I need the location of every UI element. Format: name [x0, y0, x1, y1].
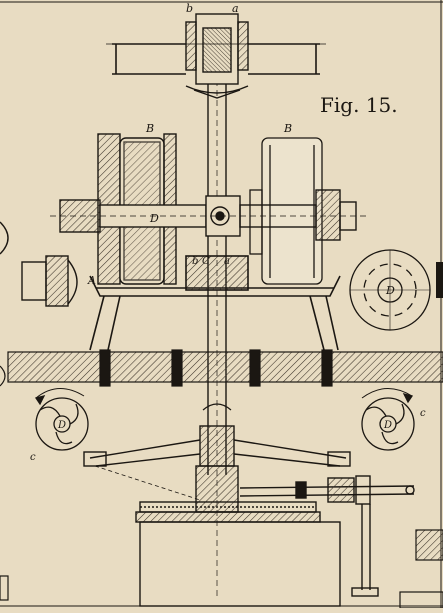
- left-rotor-diagram: [34, 388, 89, 451]
- label-b-top: b: [186, 2, 193, 15]
- label-a-top: a: [232, 2, 239, 15]
- left-collar-detail: [0, 221, 78, 307]
- lever-linkage: [83, 425, 351, 501]
- label-c-left-rotor: c: [30, 452, 36, 463]
- right-wheel: [249, 137, 323, 285]
- label-D-center: D: [149, 212, 159, 225]
- figure-caption: Fig. 15.: [320, 93, 398, 117]
- label-A-left: A: [87, 274, 96, 287]
- top-i-beam: [106, 43, 326, 75]
- right-control-arm: [239, 475, 415, 597]
- lower-frame: [89, 255, 341, 351]
- label-D-right-disc: D: [385, 284, 395, 297]
- label-C-mid: C: [202, 256, 210, 267]
- right-disc: [349, 249, 431, 331]
- label-c-right-rotor: c: [420, 408, 426, 419]
- horizontal-axle: [50, 189, 370, 241]
- label-a-mid: a: [224, 256, 230, 267]
- right-rotor-diagram: [361, 388, 415, 451]
- label-B-right: B: [283, 122, 292, 135]
- label-D-left-rotor: D: [57, 420, 66, 431]
- right-edge-hub: [436, 262, 443, 298]
- label-D-right-rotor: D: [383, 420, 392, 431]
- floor-slab: [0, 349, 443, 387]
- base-gear-assembly: [135, 465, 341, 607]
- label-b-mid: b: [192, 256, 198, 267]
- top-bearing: [185, 13, 249, 99]
- label-B-left: B: [145, 122, 154, 135]
